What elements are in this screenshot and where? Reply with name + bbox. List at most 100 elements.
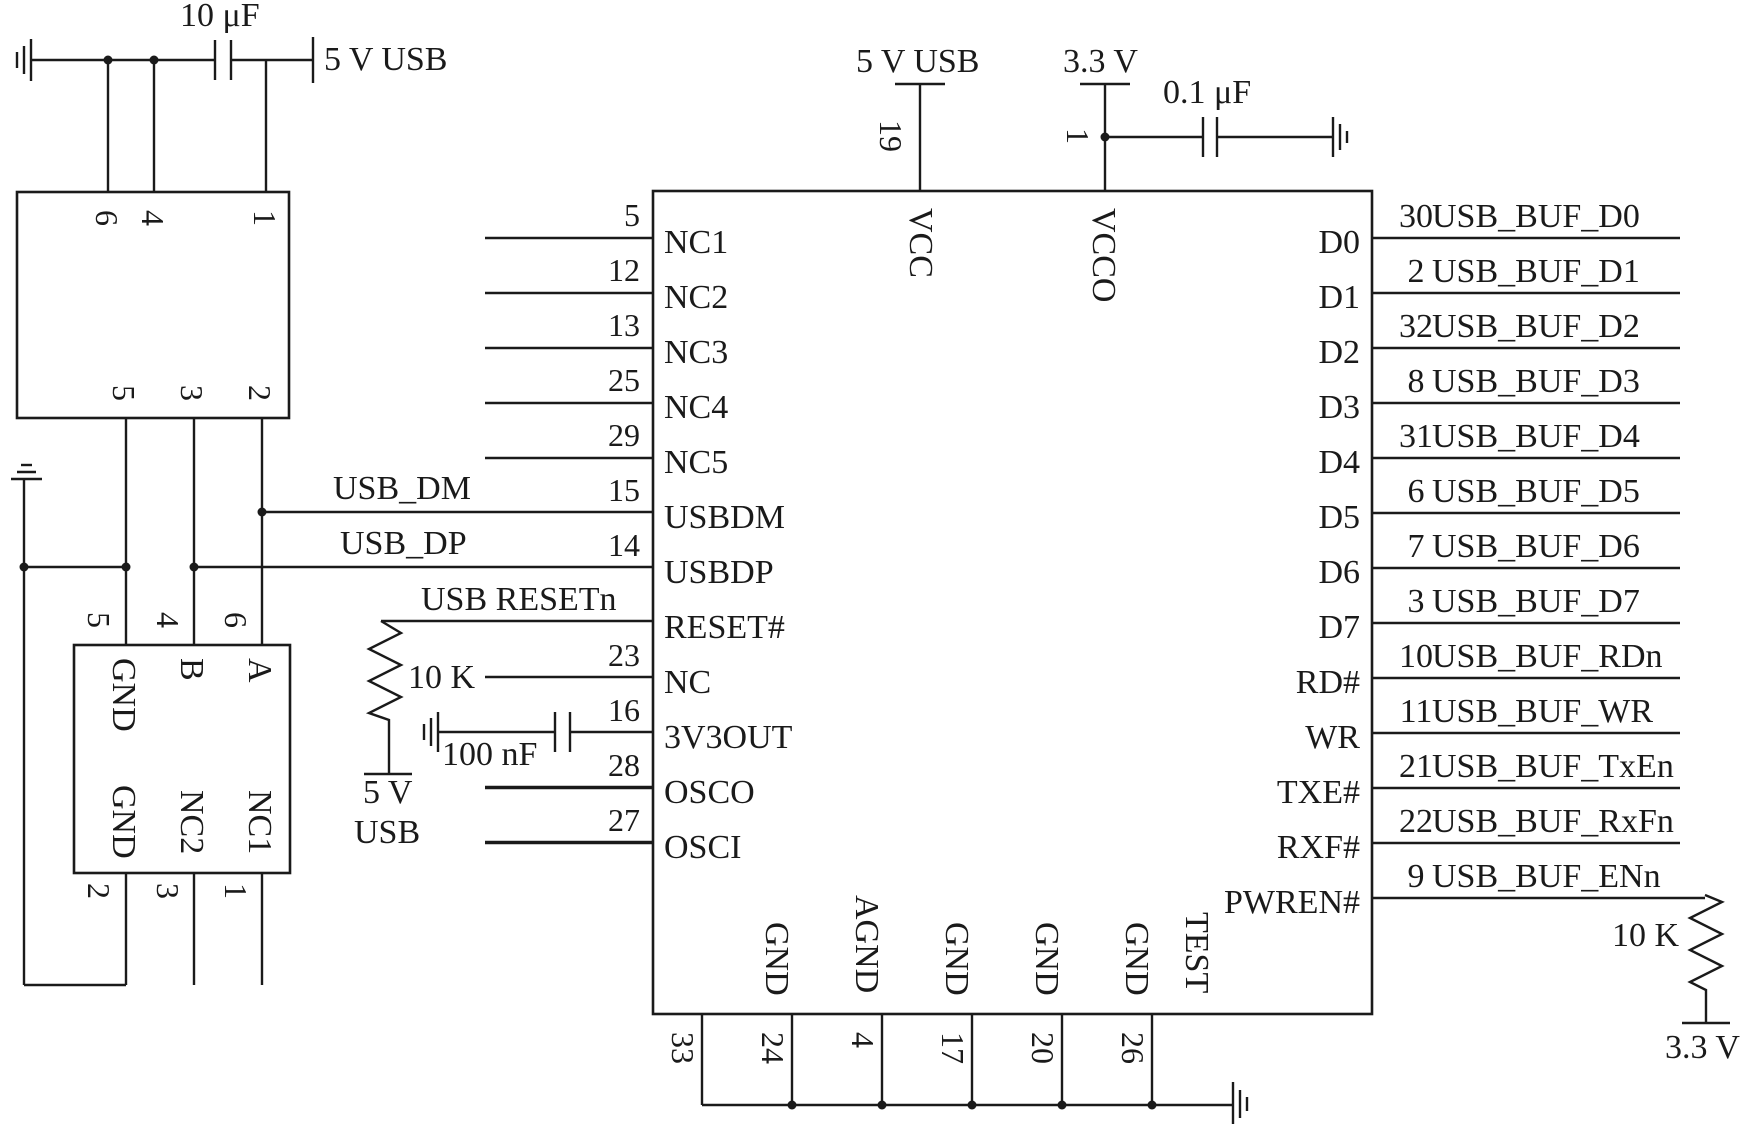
right-pin-name: RD# (1296, 664, 1360, 701)
right-pin-number: 32 (1399, 308, 1433, 345)
left-pin-name: OSCI (664, 829, 741, 866)
right-pin-name: D0 (1318, 224, 1360, 261)
right-pin-number: 10 (1399, 638, 1433, 675)
right-pin-net: USB_BUF_TxEn (1432, 748, 1674, 785)
right-pin-name: D2 (1318, 334, 1360, 371)
reset-resistor-value: 10 K (408, 659, 476, 696)
left-pin-number: 15 (608, 472, 640, 508)
box-pin-1: 1 (247, 210, 283, 226)
left-pin-number: 14 (608, 527, 640, 563)
conn-label-a: A (241, 658, 278, 683)
bottom-pin-number: 4 (845, 1032, 881, 1048)
conn-pin-5: 5 (81, 612, 117, 628)
pin-vcc-name: VCC (902, 208, 939, 278)
right-pin-number: 31 (1399, 418, 1433, 455)
resistor-icon (1687, 893, 1725, 1023)
right-pin-name: D5 (1318, 499, 1360, 536)
box-pin-3: 3 (174, 385, 210, 401)
left-pin-name: RESET# (664, 609, 785, 646)
right-pin-number: 7 (1408, 528, 1425, 565)
right-pin-name: WR (1305, 719, 1360, 756)
conn-label-nc1: NC1 (241, 790, 278, 854)
left-pin-number: 12 (608, 252, 640, 288)
right-pin-net: USB_BUF_D2 (1432, 308, 1640, 345)
vcco-supply-label: 3.3 V (1063, 43, 1138, 80)
right-pin-name: D3 (1318, 389, 1360, 426)
right-pin-number: 2 (1408, 253, 1425, 290)
net-usb-dp: USB_DP (340, 525, 467, 562)
net-usb-reset: USB RESETn (421, 581, 617, 618)
right-pin-number: 6 (1408, 473, 1425, 510)
capacitor-0.1uf-icon (1201, 117, 1219, 157)
bottom-pin-name: GND (938, 922, 975, 996)
right-pin-net: USB_BUF_D7 (1432, 583, 1640, 620)
bottom-pin-name: AGND (848, 895, 885, 993)
right-pin-net: USB_BUF_D0 (1432, 198, 1640, 235)
conn-pin-4: 4 (150, 612, 186, 628)
conn-pin-6: 6 (218, 612, 254, 628)
bottom-pin-name: TEST (1178, 912, 1215, 993)
top-left-decoupling: 10 μF 5 V USB (15, 0, 447, 192)
left-pin-name: USBDP (664, 554, 774, 591)
left-pin-number: 28 (608, 747, 640, 783)
right-pin-name: RXF# (1277, 829, 1360, 866)
right-pin-number: 22 (1399, 803, 1433, 840)
ground-icon (15, 39, 33, 81)
right-pin-name: D7 (1318, 609, 1360, 646)
vcc-supply-label: 5 V USB (856, 43, 979, 80)
conn-pin-2: 2 (81, 883, 117, 899)
box-pin-5: 5 (106, 385, 142, 401)
right-pin-name: PWREN# (1224, 884, 1360, 921)
supply-5v-usb-label: 5 V USB (324, 41, 447, 78)
right-pin-number: 30 (1399, 198, 1433, 235)
right-pin-net: USB_BUF_D6 (1432, 528, 1640, 565)
ground-icon (1331, 117, 1349, 157)
usb-connector: 5 4 6 GND B A GND NC2 NC1 2 3 1 (72, 612, 292, 985)
box-pin-2: 2 (242, 385, 278, 401)
ground-icon (11, 463, 42, 481)
left-pins: 5NC112NC213NC325NC429NC515USBDM14USBDPRE… (485, 197, 793, 866)
pin-1-number: 1 (1060, 128, 1096, 144)
box-pin-6: 6 (89, 210, 125, 226)
bottom-pin-number: 24 (755, 1032, 791, 1064)
right-pin-net: USB_BUF_D4 (1432, 418, 1640, 455)
capacitor-10uf-icon (213, 40, 233, 80)
bottom-pin-number: 17 (935, 1032, 971, 1064)
box-pin-4: 4 (135, 210, 171, 226)
cap-0.1uf-label: 0.1 μF (1163, 74, 1251, 111)
reset-supply-usb: USB (354, 814, 420, 851)
right-pin-name: D1 (1318, 279, 1360, 316)
conn-pin-3: 3 (150, 883, 186, 899)
left-pin-number: 16 (608, 692, 640, 728)
conn-pin-1: 1 (218, 883, 254, 899)
right-pin-number: 3 (1408, 583, 1425, 620)
usb-data-nets: USB_DM USB_DP (194, 470, 653, 569)
bottom-pin-number: 26 (1115, 1032, 1151, 1064)
right-pin-net: USB_BUF_D1 (1432, 253, 1640, 290)
right-pin-number: 11 (1400, 693, 1433, 730)
esd-protection-box: 6 4 1 5 3 2 (15, 190, 291, 645)
reset-supply-5v: 5 V (363, 774, 413, 811)
left-ground (11, 463, 199, 987)
left-pin-name: NC2 (664, 279, 728, 316)
right-pin-name: D4 (1318, 444, 1360, 481)
left-pin-name: NC3 (664, 334, 728, 371)
left-pin-number: 13 (608, 307, 640, 343)
right-pin-net: USB_BUF_ENn (1432, 858, 1661, 895)
left-pin-name: NC (664, 664, 711, 701)
left-pin-name: NC1 (664, 224, 728, 261)
left-pin-name: OSCO (664, 774, 755, 811)
right-pin-net: USB_BUF_WR (1432, 693, 1653, 730)
ground-icon (1231, 1082, 1249, 1124)
bottom-ground-bus (702, 1082, 1249, 1124)
left-pin-name: NC4 (664, 389, 728, 426)
left-pin-name: 3V3OUT (664, 719, 793, 756)
conn-label-gnd-bottom: GND (105, 785, 142, 859)
pin-vcco-name: VCCO (1085, 208, 1122, 302)
pin-19-number: 19 (873, 120, 909, 152)
ft245-ic: 5 V USB 19 VCC 3.3 V 1 VCCO 0.1 μF 5NC11… (485, 43, 1705, 1110)
right-pin-number: 21 (1399, 748, 1433, 785)
right-pin-net: USB_BUF_D5 (1432, 473, 1640, 510)
